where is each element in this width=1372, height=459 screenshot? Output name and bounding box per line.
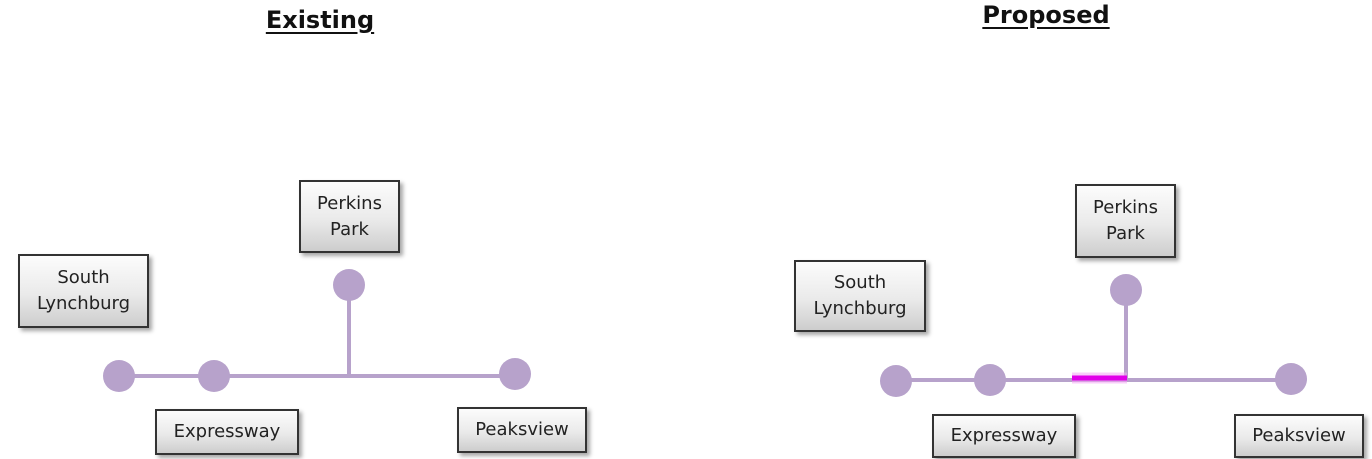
existing-peaksview-node [499,358,531,390]
proposed-peaksview-label: Peaksview [1234,414,1364,458]
existing-expressway-text: Expressway [173,421,281,442]
proposed-panel-title: Proposed [982,1,1110,29]
existing-peaksview-text: Peaksview [475,419,569,440]
proposed-south-lynchburg-node [880,365,912,397]
proposed-perkins-park-text: Perkins Park [1093,197,1158,244]
existing-panel-title: Existing [265,6,375,34]
existing-expressway-node [198,360,230,392]
proposed-expressway-text: Expressway [950,425,1058,446]
existing-peaksview-label: Peaksview [457,407,587,453]
proposed-south-lynchburg-label: South Lynchburg [794,260,926,332]
existing-perkins-park-label: Perkins Park [299,180,400,253]
existing-expressway-label: Expressway [155,409,299,455]
proposed-peaksview-text: Peaksview [1252,425,1346,446]
proposed-expressway-label: Expressway [932,414,1076,458]
proposed-south-lynchburg-text: South Lynchburg [813,272,907,319]
existing-route-network [103,269,531,392]
proposed-perkins-park-node [1110,274,1142,306]
proposed-route-network [880,274,1307,397]
existing-perkins-park-text: Perkins Park [317,192,382,240]
existing-perkins-park-node [333,269,365,301]
existing-south-lynchburg-label: South Lynchburg [18,254,149,328]
proposed-expressway-node [974,364,1006,396]
proposed-perkins-park-label: Perkins Park [1075,184,1176,258]
existing-south-lynchburg-node [103,360,135,392]
existing-south-lynchburg-text: South Lynchburg [36,267,131,314]
proposed-peaksview-node [1275,363,1307,395]
